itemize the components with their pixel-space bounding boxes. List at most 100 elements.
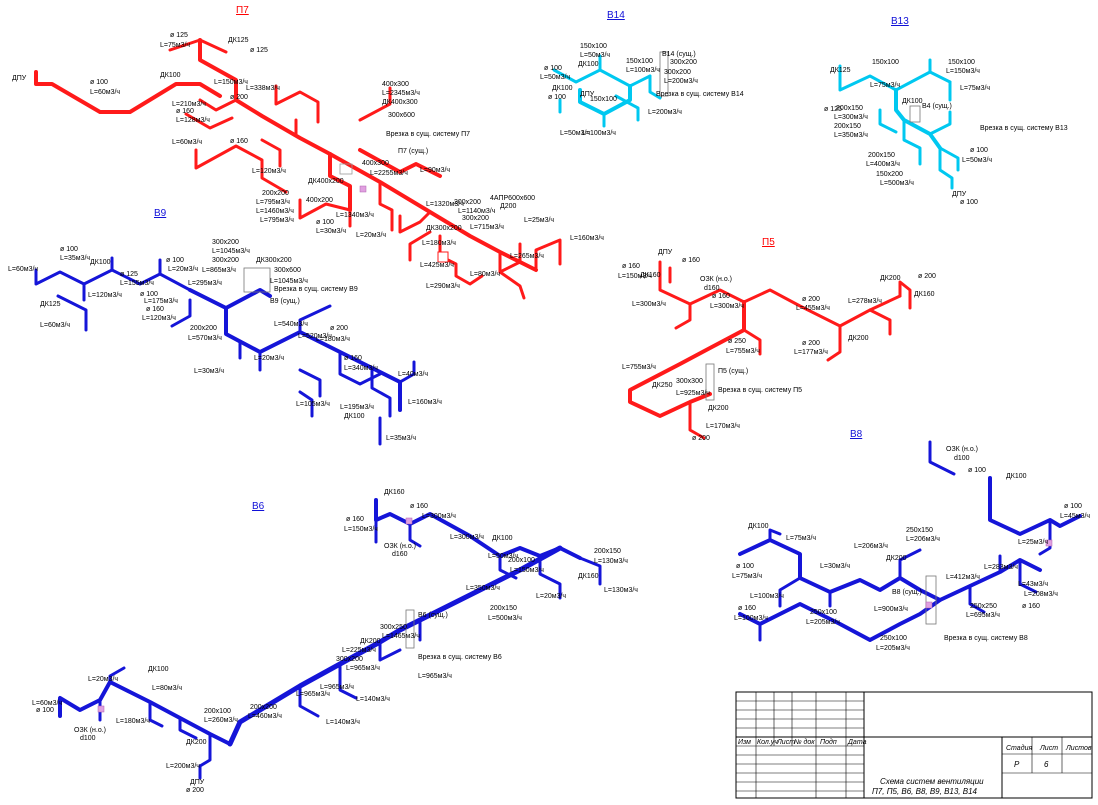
b9-label: L=540м3/ч: [274, 321, 308, 328]
b13-label: L=50м3/ч: [962, 157, 992, 164]
b13-label: ДПУ: [952, 191, 967, 198]
p5-label: L=755м3/ч: [726, 348, 760, 355]
b8-label: ø 100: [1064, 503, 1082, 510]
p7-label: Врезка в сущ. систему П7: [386, 131, 470, 138]
p7-label: L=150м3/ч: [214, 79, 248, 86]
p5-label: 300x300: [676, 378, 703, 385]
b8-label: 250x100: [880, 635, 907, 642]
b9-label: L=60м3/ч: [8, 266, 38, 273]
system-b13-pipes: [838, 58, 960, 190]
b6-label: В6 (сущ.): [418, 612, 448, 619]
tb-drawing-name-line2: П7, П5, В6, В8, В9, В13, В14: [872, 787, 978, 796]
p7-label: L=160м3/ч: [570, 235, 604, 242]
p7-label: ø 100: [90, 79, 108, 86]
b9-label: L=160м3/ч: [408, 399, 442, 406]
tb-col-kol-uch: Кол.уч: [757, 739, 778, 746]
p7-label: 200x200: [262, 190, 289, 197]
b9-label: L=40м3/ч: [398, 371, 428, 378]
b8-label: ø 100: [968, 467, 986, 474]
system-title-b6: В6: [252, 501, 265, 512]
b13-label: L=75м3/ч: [870, 82, 900, 89]
p7-label: 300x200: [462, 215, 489, 222]
b6-label: L=60м3/ч: [32, 700, 62, 707]
b9-label: L=35м3/ч: [386, 435, 416, 442]
b8-label: L=75м3/ч: [732, 573, 762, 580]
b6-label: ДК100: [492, 535, 513, 542]
p7-label: L=2255м3/ч: [370, 170, 408, 177]
p7-label: ø 200: [230, 94, 248, 101]
p5-label: ДК200: [708, 405, 729, 412]
p7-label: L=2345м3/ч: [382, 90, 420, 97]
p7-label: L=265м3/ч: [510, 253, 544, 260]
b9-label: L=20м3/ч: [168, 266, 198, 273]
b14-label: L=50м3/ч: [540, 74, 570, 81]
b6-label: L=20м3/ч: [88, 676, 118, 683]
p7-label: L=338м3/ч: [246, 85, 280, 92]
p7-label: L=795м3/ч: [260, 217, 294, 224]
b9-label: L=865м3/ч: [202, 267, 236, 274]
b9-label: L=20м3/ч: [254, 355, 284, 362]
b14-label: 150x100: [590, 96, 617, 103]
b6-label: L=500м3/ч: [488, 615, 522, 622]
b14-label: 300x200: [670, 59, 697, 66]
b14-label: ø 100: [544, 65, 562, 72]
b9-label: 300x200: [212, 257, 239, 264]
b9-label: Врезка в сущ. систему В9: [274, 286, 358, 293]
system-b9-pipes: [34, 256, 416, 446]
b6-label: 200x100: [204, 708, 231, 715]
p5-label: L=150м3/ч: [618, 273, 652, 280]
tb-sheet-label: Лист: [1039, 745, 1058, 752]
p7-label: Д200: [500, 203, 517, 210]
b14-label: L=100м3/ч: [582, 130, 616, 137]
p7-label: L=30м3/ч: [316, 228, 346, 235]
b6-label: ОЗК (н.о.): [74, 727, 106, 734]
p7-label: L=1140м3/ч: [458, 208, 496, 215]
b8-label: L=205м3/ч: [876, 645, 910, 652]
b6-label: L=300м3/ч: [450, 534, 484, 541]
b13-label: 200x150: [836, 105, 863, 112]
p5-label: ДК160: [640, 272, 661, 279]
b8-label: ДК200: [886, 555, 907, 562]
system-b8-labels: ОЗК (н.о.) d100 ø 100 ДК100 ø 100 L=45м3…: [732, 446, 1090, 652]
p5-label: ø 200: [802, 340, 820, 347]
b14-label: ДПУ: [580, 91, 595, 98]
b6-label: L=130м3/ч: [594, 558, 628, 565]
b13-label: ø 125: [824, 106, 842, 113]
b8-label: 250x150: [906, 527, 933, 534]
b6-label: ДК200: [360, 638, 381, 645]
b13-label: L=75м3/ч: [960, 85, 990, 92]
b9-label: L=30м3/ч: [194, 368, 224, 375]
p5-label: L=925м3/ч: [676, 390, 710, 397]
b13-label: 200x150: [834, 123, 861, 130]
b6-label: L=50м3/ч: [488, 553, 518, 560]
p7-label: ø 160: [230, 138, 248, 145]
b9-label: L=155м3/ч: [120, 280, 154, 287]
b6-label: L=965м3/ч: [418, 673, 452, 680]
p7-label: ø 160: [176, 108, 194, 115]
p7-label: ø 125: [250, 47, 268, 54]
p7-label: L=25м3/ч: [524, 217, 554, 224]
b8-label: L=25м3/ч: [1018, 539, 1048, 546]
p7-label: L=1320м3/ч: [426, 201, 464, 208]
b6-label: ø 200: [186, 787, 204, 794]
b6-label: ДК160: [578, 573, 599, 580]
b9-label: L=1045м3/ч: [212, 248, 250, 255]
system-b9-labels: ø 100 L=35м3/ч ДК100 L=60м3/ч ø 125 L=15…: [8, 239, 442, 442]
b8-label: ø 100: [736, 563, 754, 570]
b6-label: L=460м3/ч: [248, 713, 282, 720]
tb-col-doc: № док: [794, 738, 815, 746]
p7-label: 400x300: [382, 81, 409, 88]
b6-label: d160: [392, 551, 408, 558]
b9-label: 300x600: [274, 267, 301, 274]
b13-label: ДК125: [830, 67, 851, 74]
b6-label: L=20м3/ч: [536, 593, 566, 600]
p5-label: ø 200: [918, 273, 936, 280]
system-b8-pipes: [738, 440, 1082, 642]
b13-label: ø 100: [970, 147, 988, 154]
p7-label: L=60м3/ч: [90, 89, 120, 96]
b9-label: L=295м3/ч: [188, 280, 222, 287]
p5-label: Врезка в сущ. систему П5: [718, 387, 802, 394]
b9-label: ДК100: [344, 413, 365, 420]
